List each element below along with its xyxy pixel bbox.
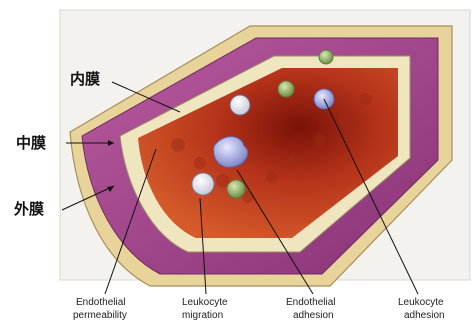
annotation-3-line2: adhesion — [293, 310, 334, 321]
leukocyte-cell — [192, 173, 214, 195]
annotation-3-line1: Endothelial — [286, 297, 335, 308]
annotation-2-line1: Leukocyte — [182, 297, 228, 308]
annotation-4-line2: adhesion — [404, 310, 445, 321]
intima-label: 内膜 — [70, 70, 100, 88]
leukocyte-cell — [227, 180, 245, 198]
adventitia-label: 外膜 — [13, 200, 44, 218]
annotation-1-line2: permeability — [73, 310, 127, 321]
leukocyte-cell — [319, 50, 333, 64]
annotations: Endothelial permeability Leukocyte migra… — [73, 297, 445, 321]
leukocyte-cell — [230, 95, 250, 115]
leukocyte-cell — [278, 81, 294, 97]
media-label: 中膜 — [16, 134, 46, 152]
annotation-1-line1: Endothelial — [76, 297, 125, 308]
annotation-2-line2: migration — [182, 310, 223, 321]
annotation-4-line1: Leukocyte — [398, 297, 444, 308]
